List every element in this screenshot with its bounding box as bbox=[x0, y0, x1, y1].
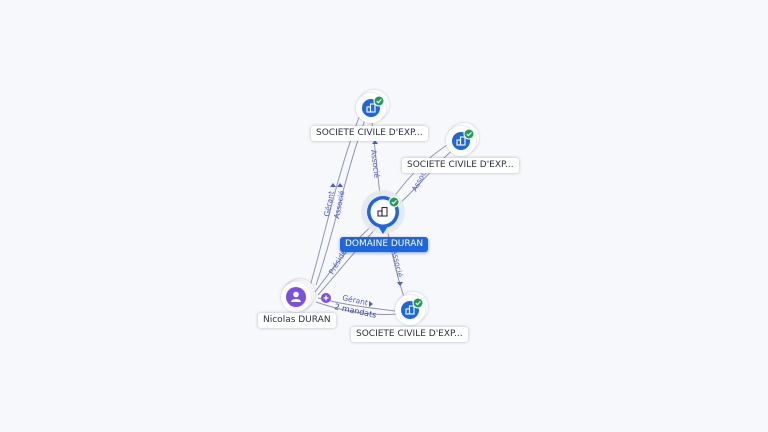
center-company-label[interactable]: DOMAINE DURAN bbox=[340, 237, 429, 252]
edge-person-bottom-company-2[interactable] bbox=[315, 301, 399, 315]
check-badge-icon bbox=[373, 95, 385, 107]
building-icon bbox=[405, 305, 415, 315]
edges bbox=[309, 114, 456, 315]
check-badge-icon bbox=[463, 128, 475, 140]
arrow-icon bbox=[372, 140, 378, 144]
person-node[interactable] bbox=[281, 279, 315, 312]
building-icon bbox=[377, 206, 388, 217]
user-icon bbox=[291, 291, 301, 302]
check-badge-icon bbox=[388, 196, 400, 208]
edge-arrows bbox=[330, 140, 403, 307]
company-label-top[interactable]: SOCIETE CIVILE D'EXP... bbox=[311, 126, 428, 141]
arrow-icon bbox=[337, 183, 343, 187]
company-node-bottom[interactable] bbox=[395, 292, 428, 325]
edge-center-bottom-company[interactable] bbox=[386, 227, 406, 301]
plus-icon bbox=[323, 295, 329, 301]
company-label-bottom[interactable]: SOCIETE CIVILE D'EXP... bbox=[351, 327, 468, 342]
company-label-right[interactable]: SOCIETE CIVILE D'EXP... bbox=[402, 158, 519, 173]
company-node-center[interactable] bbox=[361, 190, 405, 234]
expand-button[interactable] bbox=[321, 293, 331, 303]
edge-label-associe-top: Associé bbox=[369, 149, 381, 179]
building-icon bbox=[456, 136, 466, 146]
edge-label-associe-bottom: Associé bbox=[390, 249, 405, 279]
company-node-right[interactable] bbox=[446, 123, 479, 156]
building-icon bbox=[366, 103, 376, 113]
arrow-icon bbox=[330, 183, 336, 187]
arrow-icon bbox=[369, 301, 373, 307]
arrow-icon bbox=[397, 282, 403, 286]
company-node-top[interactable] bbox=[356, 90, 389, 123]
person-label[interactable]: Nicolas DURAN bbox=[258, 313, 336, 328]
check-badge-icon bbox=[412, 297, 424, 309]
edge-person-center-2[interactable] bbox=[317, 223, 381, 296]
